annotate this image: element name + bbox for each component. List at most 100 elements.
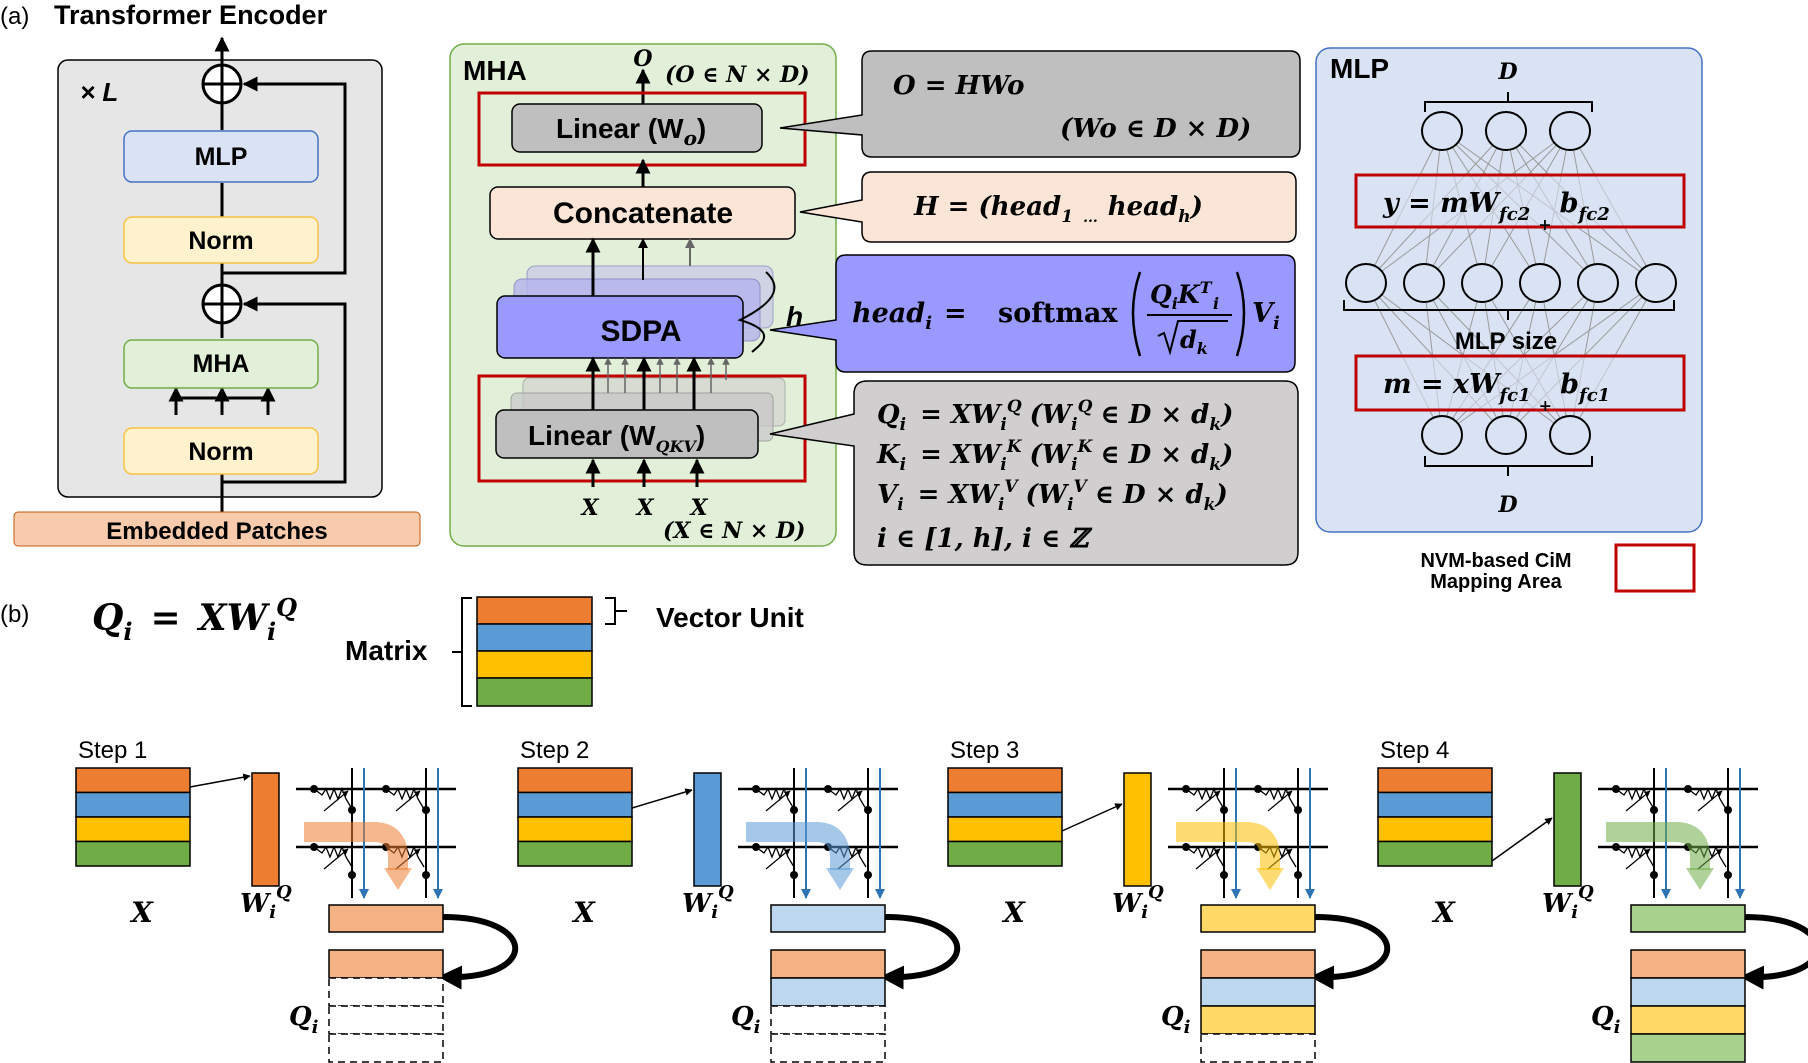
output-vector bbox=[328, 904, 444, 933]
q-accumulator-row bbox=[328, 949, 444, 979]
panel-b-equation: Qi=XWiQ bbox=[92, 593, 297, 646]
memristor-arrow bbox=[1195, 790, 1221, 812]
compute-flow-arrow bbox=[1176, 822, 1280, 870]
memristor-arrow bbox=[323, 848, 349, 870]
eq-h: H = (head1...headh) bbox=[913, 192, 1203, 227]
x-matrix-row bbox=[517, 816, 633, 843]
memristor-arrow bbox=[765, 790, 791, 812]
mlp-neuron bbox=[1461, 263, 1503, 303]
mlp-neuron bbox=[1421, 415, 1463, 455]
legend-swatch bbox=[1614, 543, 1696, 593]
mlp-brace-bottom bbox=[1424, 456, 1593, 476]
w-label: WiQ bbox=[1542, 882, 1594, 923]
linear-o-block bbox=[511, 103, 763, 153]
q-accumulator-row bbox=[770, 1005, 886, 1035]
w-label: WiQ bbox=[240, 882, 292, 923]
vector-unit bbox=[251, 772, 280, 887]
eq-head-num-ksub: i bbox=[1213, 294, 1219, 313]
step-label: Step 4 bbox=[1380, 737, 1449, 764]
x-matrix-row bbox=[1377, 791, 1493, 818]
mlp-neuron bbox=[1577, 263, 1619, 303]
write-back-arrow bbox=[1309, 914, 1391, 990]
crossbar bbox=[1168, 768, 1328, 899]
q-accumulator-row bbox=[1200, 1033, 1316, 1063]
memristor-arrow bbox=[1697, 790, 1723, 812]
w-label: WiQ bbox=[682, 882, 734, 923]
eq-head-num: QiKT bbox=[1150, 278, 1213, 313]
q-accumulator-row bbox=[328, 977, 444, 1007]
vector-unit-brace bbox=[605, 597, 627, 625]
x-matrix-row bbox=[1377, 767, 1493, 794]
compute-flow-arrow bbox=[1606, 822, 1710, 870]
write-back-arrow bbox=[1739, 914, 1808, 990]
x-input-3: X bbox=[688, 495, 708, 521]
crossbar-node bbox=[1294, 806, 1302, 814]
memristor-arrow bbox=[323, 790, 349, 812]
crossbar-node bbox=[1650, 806, 1658, 814]
q-accumulator-row bbox=[1200, 977, 1316, 1007]
eq-o-line2: (Wo ∈ D × D) bbox=[1060, 114, 1251, 144]
sdpa-label: SDPA bbox=[600, 315, 681, 348]
enc-mlp-block bbox=[123, 130, 319, 183]
x-matrix-row bbox=[517, 791, 633, 818]
memristor-arrow bbox=[1625, 790, 1651, 812]
compute-flow-arrowhead bbox=[384, 868, 412, 890]
x-matrix-row bbox=[947, 767, 1063, 794]
enc-mlp-label: MLP bbox=[195, 143, 248, 171]
linear-qkv-label: Linear (WQKV) bbox=[528, 420, 705, 456]
eq-head-paren-left bbox=[1131, 271, 1142, 357]
mlp-neuron bbox=[1635, 263, 1677, 303]
q-label: Qi bbox=[731, 1002, 761, 1038]
legend-line1: NVM-based CiM bbox=[1420, 550, 1571, 572]
x-matrix-row bbox=[75, 791, 191, 818]
mha-output-dim: (O ∈ N × D) bbox=[665, 62, 810, 88]
crossbar-node bbox=[1724, 871, 1732, 879]
x-matrix-row bbox=[1377, 816, 1493, 843]
sdpa-h-label: h bbox=[786, 301, 803, 332]
q-accumulator-row bbox=[328, 1033, 444, 1063]
step-label: Step 3 bbox=[950, 737, 1019, 764]
embedded-patches-label: Embedded Patches bbox=[106, 518, 327, 545]
crossbar-node bbox=[1294, 871, 1302, 879]
enc-norm-top-label: Norm bbox=[188, 227, 253, 255]
panel-b-label: (b) bbox=[0, 601, 29, 628]
legend-matrix-row-1 bbox=[476, 596, 593, 625]
sdpa-brace bbox=[737, 271, 776, 353]
legend-matrix-row-4 bbox=[476, 677, 593, 707]
sdpa-block bbox=[496, 295, 744, 359]
x-label: X bbox=[129, 896, 154, 929]
x-label: X bbox=[1001, 896, 1026, 929]
crossbar-node bbox=[1724, 806, 1732, 814]
x-matrix-row bbox=[1377, 840, 1493, 867]
residual-1 bbox=[222, 296, 347, 484]
mlp-neuron bbox=[1519, 263, 1561, 303]
callout-qkv bbox=[769, 380, 1299, 566]
compute-flow-arrow bbox=[304, 822, 408, 870]
mlp-neuron bbox=[1345, 263, 1387, 303]
eq-y: y = mWfc2+bfc2 bbox=[1382, 188, 1610, 234]
x-input-dim: (X ∈ N × D) bbox=[663, 518, 805, 544]
vector-arrow bbox=[189, 773, 251, 788]
callout-o bbox=[779, 50, 1301, 158]
memristor-arrow bbox=[1195, 848, 1221, 870]
mlp-neuron bbox=[1485, 415, 1527, 455]
crossbar-node bbox=[422, 806, 430, 814]
mlp-size-label: MLP size bbox=[1455, 328, 1557, 355]
matrix-label: Matrix bbox=[345, 635, 428, 666]
eq-head-den: dk bbox=[1180, 325, 1208, 358]
step-label: Step 1 bbox=[78, 737, 147, 764]
crossbar-node bbox=[1220, 806, 1228, 814]
enc-mha-block bbox=[123, 339, 319, 389]
embedded-patches-block bbox=[13, 511, 421, 547]
vector-arrow bbox=[631, 788, 693, 809]
q-label: Qi bbox=[1161, 1002, 1191, 1038]
linear-qkv-block bbox=[495, 409, 759, 459]
eq-head-tail: Vi bbox=[1252, 298, 1280, 334]
q-label: Qi bbox=[289, 1002, 319, 1038]
vector-unit bbox=[1553, 772, 1582, 887]
memristor-arrow bbox=[765, 848, 791, 870]
mlp-neuron bbox=[1549, 111, 1591, 151]
compute-flow-arrowhead bbox=[1686, 868, 1714, 890]
